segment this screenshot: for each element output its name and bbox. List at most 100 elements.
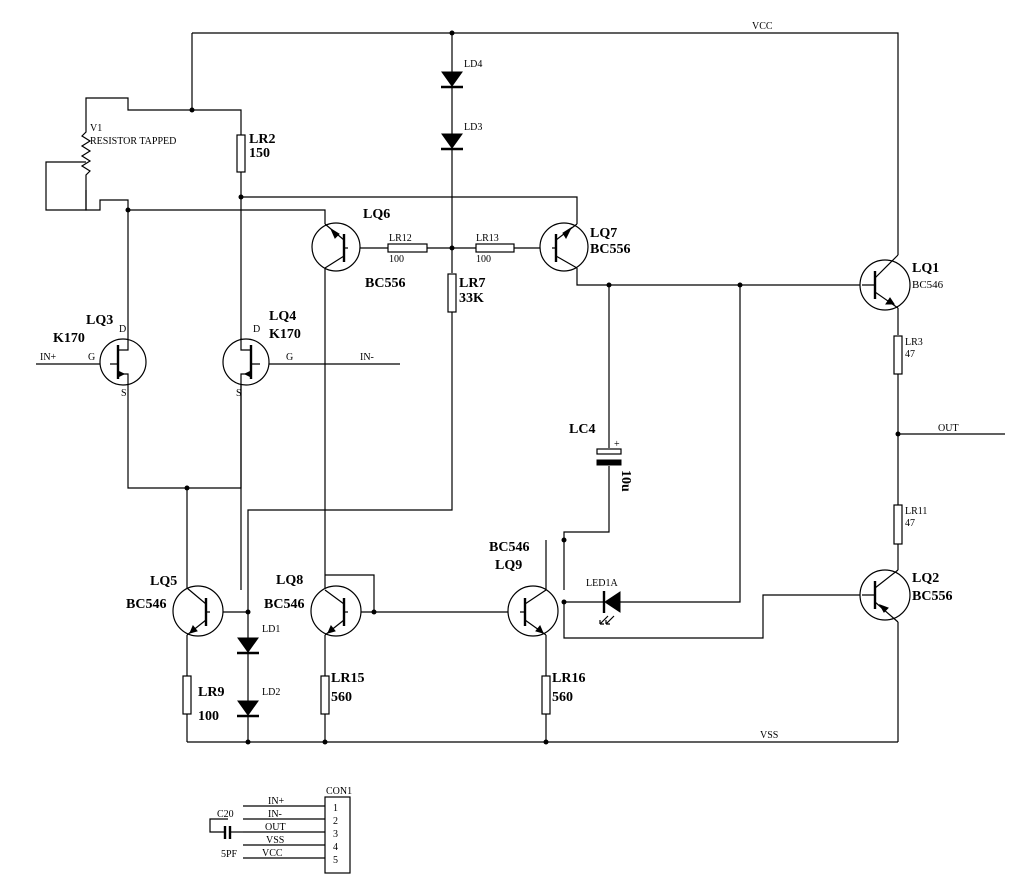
- diode-icon: [237, 700, 259, 716]
- lq3-jfet: LQ3 K170 D G S: [53, 313, 147, 399]
- lq4-part: K170: [269, 327, 301, 342]
- lq7-ref: LQ7: [590, 226, 617, 241]
- lq6-transistor: LQ6 BC556: [311, 207, 405, 291]
- lr9-resistor: [182, 675, 192, 715]
- lq8-diode-connect-wire: [325, 574, 375, 612]
- junction-dot: [245, 739, 251, 745]
- led-feed-wire: [620, 285, 741, 603]
- lq7-emitter-bus: [241, 196, 578, 224]
- lr11-resistor: [893, 504, 903, 545]
- junction-dot: [125, 207, 131, 213]
- lq3-ref: LQ3: [86, 313, 113, 328]
- lq1-transistor: LQ1 BC546: [859, 254, 944, 311]
- lr13-ref: LR13: [476, 233, 499, 244]
- junction-dot: [322, 739, 328, 745]
- lr11-ref: LR11: [905, 506, 927, 517]
- lr12-resistor: [387, 243, 428, 253]
- lr15-resistor: [320, 675, 330, 715]
- junction-dot: [184, 485, 190, 491]
- lq1-ref: LQ1: [912, 261, 939, 276]
- lr15-ref: LR15: [331, 671, 364, 686]
- ld4-diode: LD4: [441, 59, 482, 89]
- lr7-value: 33K: [459, 291, 484, 306]
- lc4-bottom-wire: [563, 466, 610, 590]
- ld1-diode: LD1: [237, 624, 280, 655]
- lq7-transistor: LQ7 BC556: [539, 222, 630, 272]
- junction-dot: [737, 282, 743, 288]
- junction-dot: [606, 282, 612, 288]
- vss-net-label: VSS: [760, 730, 778, 741]
- lq8-part: BC546: [264, 597, 304, 612]
- lr16-value: 560: [552, 690, 573, 705]
- lq2-part: BC556: [912, 589, 952, 604]
- lq2-transistor: LQ2 BC556: [859, 569, 952, 623]
- lq5-part: BC546: [126, 597, 166, 612]
- lr7-resistor: [447, 273, 457, 313]
- lq6-ref: LQ6: [363, 207, 390, 222]
- lr16-ref: LR16: [552, 671, 585, 686]
- lq7-part: BC556: [590, 242, 630, 257]
- lq2-ref: LQ2: [912, 571, 939, 586]
- wires: [36, 32, 1005, 743]
- lr3-value: 47: [905, 349, 915, 360]
- diode-icon: [237, 637, 259, 653]
- ld2-diode: LD2: [237, 687, 280, 718]
- junction-dot: [449, 30, 455, 36]
- in-minus-net-label: IN-: [360, 352, 374, 363]
- lc4-polarity: +: [614, 439, 620, 450]
- lq2-base-wire: [563, 594, 862, 639]
- junctions: [125, 30, 901, 745]
- junction-dot: [371, 609, 377, 615]
- pot-left-loop: [45, 161, 87, 211]
- v1-potentiometer: V1 RESISTOR TAPPED: [80, 110, 176, 190]
- lr9-ref: LR9: [198, 685, 224, 700]
- ld3-diode: LD3: [441, 122, 482, 151]
- con1-connector: CON1 1 2 3 4 5 IN+ IN- OUT VSS VCC C20 5…: [209, 786, 352, 874]
- led1a-ref: LED1A: [586, 578, 618, 589]
- out-net-label: OUT: [938, 423, 959, 434]
- con1-pin-net: IN-: [268, 809, 282, 820]
- in-plus-net-label: IN+: [40, 352, 57, 363]
- con1-ref: CON1: [326, 786, 352, 797]
- ld3-ref: LD3: [464, 122, 482, 133]
- lr13-value: 100: [476, 254, 491, 265]
- lq6-part: BC556: [365, 276, 405, 291]
- lq8-transistor: LQ8 BC546: [264, 573, 362, 637]
- junction-dot: [449, 245, 455, 251]
- lr16-resistor: [541, 675, 551, 715]
- con1-pin-num: 4: [333, 842, 338, 853]
- lr7-ref: LR7: [459, 276, 485, 291]
- lq4-g: G: [286, 352, 293, 363]
- lr3-ref: LR3: [905, 337, 923, 348]
- junction-dot: [895, 431, 901, 437]
- lr2-value: 150: [249, 146, 270, 161]
- junction-dot: [561, 537, 567, 543]
- junction-dot: [189, 107, 195, 113]
- lq4-jfet: LQ4 K170 D G S: [222, 309, 301, 399]
- lq1-part: BC546: [912, 279, 944, 291]
- lc4-ref: LC4: [569, 422, 595, 437]
- light-arrow-icon: [599, 615, 615, 625]
- lq3-s: S: [121, 388, 127, 399]
- lq9-part: BC546: [489, 540, 529, 555]
- lr7-bottom-wire: [247, 312, 453, 612]
- lr12-ref: LR12: [389, 233, 412, 244]
- con1-pin-num: 3: [333, 829, 338, 840]
- lq9-transistor: BC546 LQ9: [489, 540, 559, 637]
- lq4-d: D: [253, 324, 260, 335]
- diode-icon: [441, 133, 463, 149]
- led1a: LED1A: [564, 578, 621, 625]
- lr2-ref: LR2: [249, 132, 275, 147]
- lq5-ref: LQ5: [150, 574, 177, 589]
- con1-pin-num: 2: [333, 816, 338, 827]
- v1-desc: RESISTOR TAPPED: [90, 136, 176, 147]
- pot-top-wire: [85, 97, 242, 135]
- con1-pin-net: VCC: [262, 848, 283, 859]
- ld1-ref: LD1: [262, 624, 280, 635]
- con1-pin-net: OUT: [265, 822, 286, 833]
- junction-dot: [238, 194, 244, 200]
- v1-ref: V1: [90, 123, 102, 134]
- lq4-ref: LQ4: [269, 309, 296, 324]
- diode-icon: [441, 71, 463, 87]
